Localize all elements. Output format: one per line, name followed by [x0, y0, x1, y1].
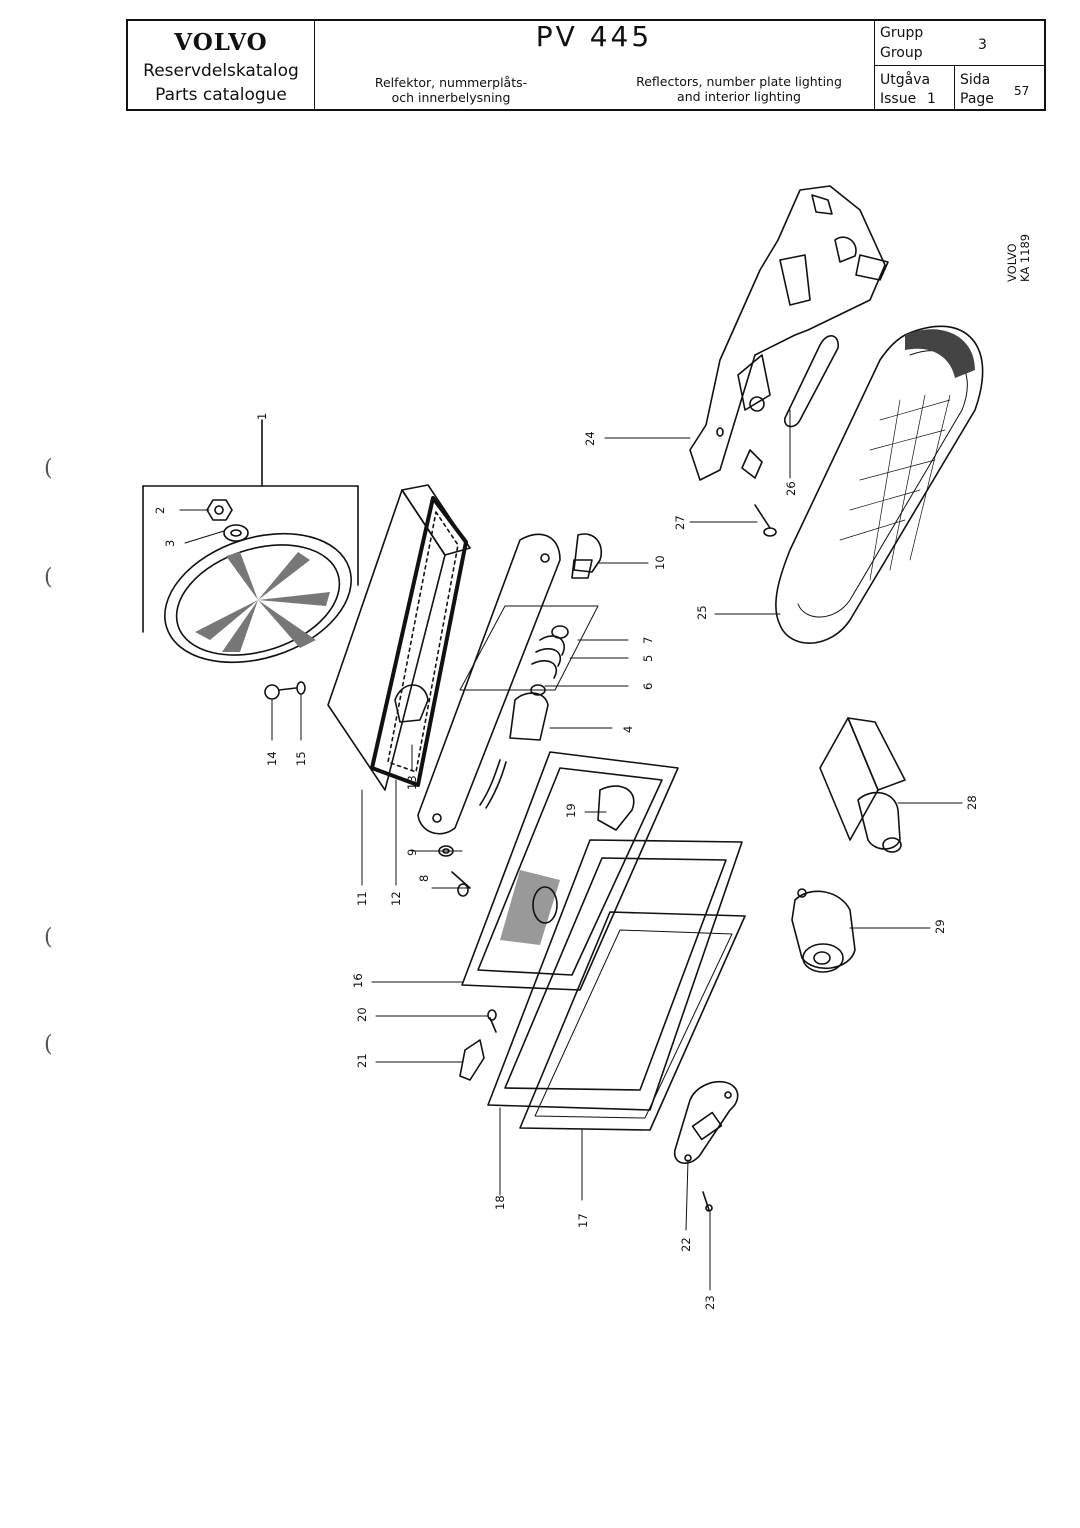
callout-29: 29	[933, 919, 947, 934]
callout-19: 19	[564, 803, 578, 818]
callout-3: 3	[163, 540, 177, 547]
leader-lines	[179, 409, 963, 1291]
callout-18: 18	[493, 1195, 507, 1210]
description-english-line2: and interior lighting	[677, 89, 801, 104]
interior-lamp-base	[461, 751, 679, 991]
bracket-screw	[754, 504, 777, 537]
interior-lamp-glass	[487, 839, 746, 1131]
callout-9: 9	[405, 849, 419, 856]
callout-2: 2	[153, 507, 167, 514]
callout-21: 21	[355, 1053, 369, 1068]
callout-numbers: 1 2 3 4 5 6 7 8 9 10 11 12 13 14 15 16 1…	[153, 413, 979, 1310]
header-divider	[954, 65, 955, 109]
page-label-swedish: Sida	[960, 72, 991, 88]
description-english-line1: Reflectors, number plate lighting	[636, 74, 842, 89]
plate-lamp-glass	[327, 484, 471, 791]
callout-6: 6	[641, 683, 655, 690]
page-label-english: Page	[960, 91, 994, 107]
group-label-swedish: Grupp	[880, 25, 924, 41]
callout-4: 4	[621, 726, 635, 733]
issue-value: 1	[927, 91, 936, 107]
oval-lamp-glass	[775, 325, 984, 644]
callout-28: 28	[965, 795, 979, 810]
callout-22: 22	[679, 1237, 693, 1252]
small-plate-lamp	[674, 1080, 739, 1212]
lamp-bracket	[689, 185, 889, 481]
callout-5: 5	[641, 655, 655, 662]
callout-8: 8	[417, 875, 431, 882]
group-value: 3	[978, 37, 987, 53]
callout-17: 17	[576, 1213, 590, 1228]
callout-27: 27	[673, 515, 687, 530]
drawing-code-line2: KA 1189	[1018, 234, 1032, 282]
base-screws	[459, 1009, 497, 1081]
callout-23: 23	[703, 1295, 717, 1310]
issue-label-english: Issue	[880, 91, 917, 107]
catalog-header: VOLVO Reservdelskatalog Parts catalogue …	[126, 19, 1046, 111]
callout-25: 25	[695, 605, 709, 620]
callout-26: 26	[784, 481, 798, 496]
header-divider	[314, 21, 315, 109]
issue-label-swedish: Utgåva	[880, 72, 931, 88]
callout-11: 11	[355, 891, 369, 906]
bulb-socket	[791, 888, 856, 973]
page-value: 57	[1014, 84, 1030, 98]
callout-14: 14	[265, 751, 279, 766]
margin-mark: (	[44, 1032, 53, 1057]
margin-mark: (	[44, 565, 53, 590]
round-reflector	[164, 499, 352, 664]
door-switch	[819, 717, 906, 853]
model-title: PV 445	[535, 20, 653, 53]
callout-1: 1	[255, 413, 269, 420]
callout-16: 16	[351, 973, 365, 988]
drawing-code-line1: VOLVO	[1005, 243, 1019, 282]
margin-mark: (	[44, 456, 53, 481]
catalog-title-swedish: Reservdelskatalog	[143, 61, 299, 81]
margin-mark: (	[44, 925, 53, 950]
callout-20: 20	[355, 1007, 369, 1022]
callout-15: 15	[294, 751, 308, 766]
callout-13: 13	[405, 775, 419, 790]
reflector-screw	[264, 681, 306, 700]
catalog-title-english: Parts catalogue	[155, 85, 287, 105]
group-label-english: Group	[880, 45, 923, 61]
callout-12: 12	[389, 891, 403, 906]
callout-7: 7	[641, 637, 655, 644]
callout-24: 24	[583, 431, 597, 446]
description-swedish-line1: Relfektor, nummerplåts-	[374, 75, 528, 90]
callout-10: 10	[653, 555, 667, 570]
header-divider	[874, 65, 1046, 66]
description-swedish-line2: och innerbelysning	[391, 90, 511, 105]
brand-logo: VOLVO	[174, 29, 268, 56]
lamp-housing-plate	[417, 533, 602, 835]
